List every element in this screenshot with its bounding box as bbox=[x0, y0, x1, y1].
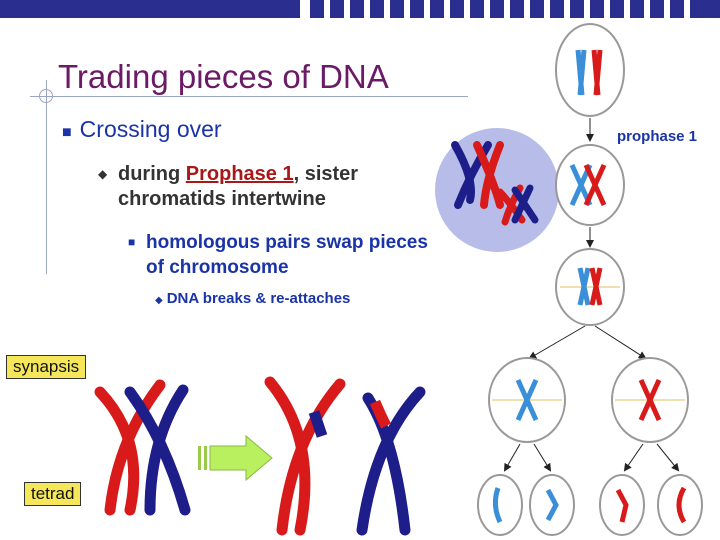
synapsis-label: synapsis bbox=[6, 355, 87, 379]
prophase-label: prophase 1 bbox=[617, 128, 698, 145]
crosshair-circle bbox=[39, 89, 53, 103]
title-rule bbox=[30, 96, 468, 97]
bullet-level-2: ◆ during Prophase 1, sister chromatids i… bbox=[98, 162, 428, 212]
meiosis-flow bbox=[477, 23, 703, 536]
tetrad-label: tetrad bbox=[24, 482, 82, 506]
diamond-bullet-icon: ◆ bbox=[98, 167, 108, 181]
recombined-chromosomes bbox=[264, 376, 426, 536]
crossover-circle bbox=[435, 128, 559, 252]
bullet-text: during Prophase 1, sister chromatids int… bbox=[118, 162, 428, 212]
bullet-level-4: ◆DNA breaks & re-attaches bbox=[155, 290, 350, 307]
tetrad-chromosomes bbox=[94, 379, 191, 516]
bullet-text: Crossing over bbox=[79, 116, 222, 142]
diamond-bullet-icon: ◆ bbox=[155, 295, 163, 306]
green-arrow-icon bbox=[198, 434, 273, 482]
square-bullet-icon: ■ bbox=[62, 124, 72, 141]
square-bullet-icon: ■ bbox=[128, 235, 136, 249]
top-banner bbox=[0, 0, 720, 18]
bullet-text-prefix: during bbox=[118, 163, 186, 185]
highlight-term: Prophase 1 bbox=[185, 163, 294, 185]
bullet-text-suffix: , sister chromatids intertwine bbox=[118, 163, 359, 210]
bullet-level-1: ■ Crossing over bbox=[62, 116, 222, 143]
bullet-text: DNA breaks & re-attaches bbox=[166, 290, 351, 307]
slide-title: Trading pieces of DNA bbox=[58, 58, 389, 95]
bullet-level-3: ■ homologous pairs swap pieces of chromo… bbox=[128, 230, 428, 280]
vertical-rule bbox=[46, 80, 47, 274]
bullet-text: homologous pairs swap pieces of chromoso… bbox=[146, 232, 428, 278]
